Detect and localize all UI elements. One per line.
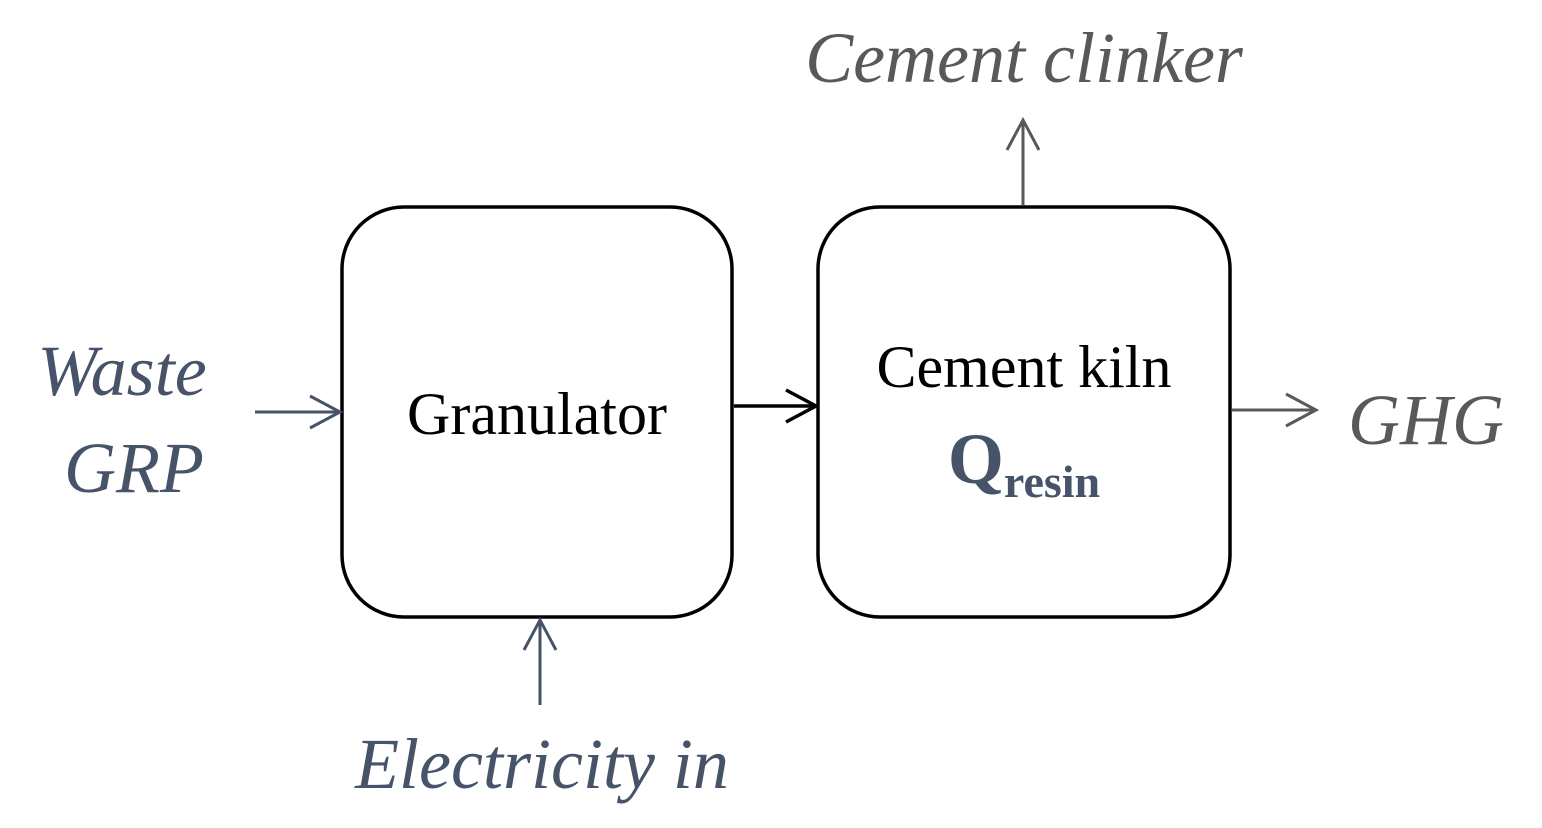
q-subscript-resin: resin (1004, 456, 1100, 507)
electricity-label: Electricity in (354, 724, 729, 804)
cement-kiln-box (816, 205, 1232, 619)
ghg-label: GHG (1348, 380, 1504, 460)
cement-clinker-label: Cement clinker (805, 18, 1244, 98)
q-symbol: Q (948, 419, 1004, 499)
granulator-label: Granulator (407, 381, 667, 447)
waste-grp-arrow (255, 394, 344, 430)
clinker-arrow (1005, 116, 1041, 205)
electricity-arrow (522, 616, 558, 705)
granulator-to-kiln-arrow (734, 388, 820, 424)
cement-kiln-label: Cement kiln (877, 334, 1172, 400)
ghg-arrow (1232, 392, 1320, 428)
waste-label: Waste (37, 331, 206, 411)
q-resin-symbol: Qresin (948, 419, 1100, 507)
grp-label: GRP (64, 428, 204, 508)
